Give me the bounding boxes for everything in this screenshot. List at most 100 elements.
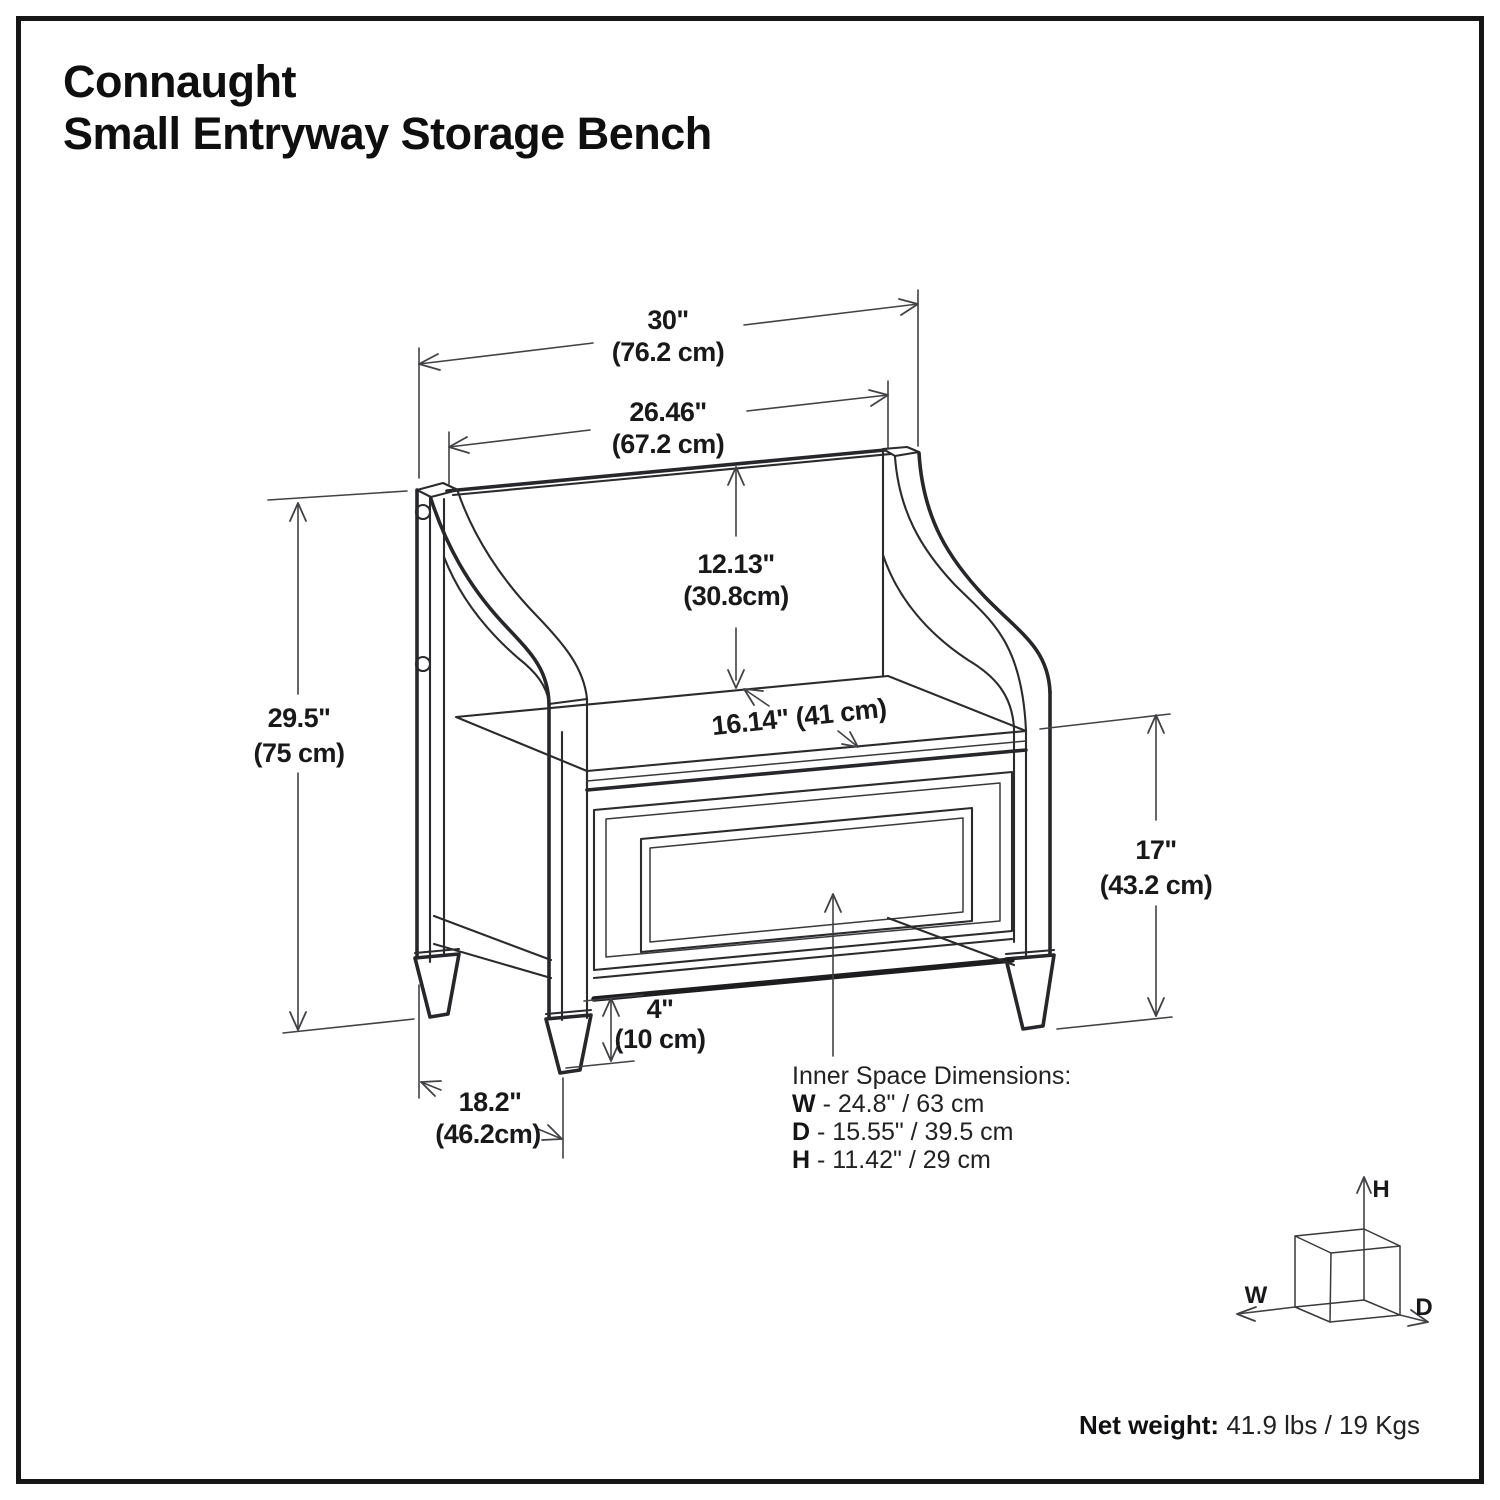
dim-leg-height-metric: (10 cm)	[614, 1024, 705, 1054]
dim-overall-width: 30" (76.2 cm)	[418, 289, 919, 479]
inner-space-row-height: H - 11.42" / 29 cm	[792, 1146, 1071, 1174]
depth-axis-label: D	[1415, 1294, 1432, 1321]
peg-hole-bottom	[414, 655, 432, 673]
arrow-up-left-icon	[743, 688, 764, 706]
arrow-right-icon	[868, 389, 889, 407]
dim-seat-height-extensions	[1039, 713, 1173, 1030]
leader-line-back	[743, 688, 770, 707]
dim-overall-depth-extensions	[418, 984, 564, 1159]
arrow-left-icon	[448, 436, 470, 454]
inner-height-axis: H	[792, 1146, 811, 1174]
front-left-post-top-edge	[547, 697, 589, 706]
dim-backrest-height-inches: 12.13"	[697, 549, 774, 579]
right-arm-inner-curve	[893, 455, 1028, 733]
dim-inner-width-line	[448, 394, 889, 448]
dim-overall-depth-line	[420, 1081, 563, 1140]
arrow-up-icon	[602, 997, 620, 1017]
dim-seat-depth-text: 16.14" (41 cm)	[710, 693, 888, 741]
back-left-foot	[413, 952, 461, 1019]
seat-front-bottom-edge	[585, 748, 1028, 792]
box-panel-outer	[639, 806, 974, 954]
inner-depth-axis: D	[792, 1118, 811, 1146]
right-arm-underside-curve	[881, 553, 1016, 730]
dim-overall-width-metric: (76.2 cm)	[612, 337, 725, 367]
dim-inner-width-inches: 26.46"	[629, 397, 706, 427]
box-bottom-rail-top	[592, 937, 1014, 980]
front-right-foot-cap-line	[1004, 948, 1056, 956]
arrow-up-icon	[824, 893, 842, 913]
dim-seat-height-inches: 17"	[1135, 835, 1176, 865]
right-stretcher-line	[886, 916, 1016, 967]
inner-space-dimensions: Inner Space Dimensions: W - 24.8" / 63 c…	[792, 1062, 1071, 1174]
front-left-foot	[544, 1013, 593, 1075]
inner-width-axis: W	[792, 1090, 816, 1118]
arrow-down-icon	[602, 1042, 620, 1062]
dim-backrest-height-metric: (30.8cm)	[683, 581, 789, 611]
axis-cube-icon: H W D	[1236, 1176, 1433, 1327]
dim-backrest-height: 12.13" (30.8cm)	[683, 466, 789, 689]
box-bottom-rail-heavy-edge	[591, 957, 1015, 1002]
bench-line-drawing	[413, 445, 1056, 1075]
dim-seat-height: 17" (43.2 cm)	[1039, 713, 1213, 1030]
dim-overall-depth-metric: (46.2cm)	[435, 1119, 541, 1149]
product-name-line2: Small Entryway Storage Bench	[63, 108, 712, 159]
arrow-up-icon	[1356, 1176, 1372, 1194]
dim-overall-width-extensions	[418, 289, 919, 479]
dim-overall-height: 29.5" (75 cm)	[253, 490, 415, 1034]
seat-lip-line	[586, 740, 1027, 782]
backrest-top-outer-line	[445, 448, 887, 493]
net-weight: Net weight: 41.9 lbs / 19 Kgs	[1079, 1410, 1420, 1441]
arrow-up-icon	[1147, 714, 1165, 734]
arrow-left-icon	[1236, 1306, 1257, 1322]
dim-overall-depth-inches: 18.2"	[459, 1087, 522, 1117]
dim-overall-height-inches: 29.5"	[268, 703, 331, 733]
inner-space-leader	[824, 893, 842, 1057]
right-arm-outer-curve	[917, 451, 1052, 694]
dim-leg-height-inches: 4"	[647, 994, 674, 1024]
inner-width-value: - 24.8" / 63 cm	[822, 1090, 985, 1118]
arrow-down-right-icon	[541, 1124, 563, 1141]
back-left-post-cap	[415, 481, 460, 499]
net-weight-value: 41.9 lbs / 19 Kgs	[1226, 1410, 1420, 1440]
dim-overall-height-extensions	[267, 490, 415, 1034]
depth-axis-line	[1399, 1314, 1429, 1323]
dim-inner-width-extensions	[448, 380, 889, 485]
front-right-foot	[1004, 953, 1056, 1031]
net-weight-label: Net weight:	[1078, 1410, 1220, 1440]
left-arm-outer-curve	[429, 497, 551, 706]
inner-height-value: - 11.42" / 29 cm	[817, 1146, 991, 1174]
height-axis-label: H	[1372, 1176, 1389, 1203]
dim-seat-depth: 16.14" (41 cm)	[710, 688, 888, 748]
leader-line-front	[837, 730, 859, 748]
inner-space-heading: Inner Space Dimensions:	[792, 1062, 1072, 1090]
arrow-up-icon	[289, 502, 307, 522]
left-arm-inner-curve	[456, 490, 589, 701]
peg-hole-top	[414, 503, 432, 521]
arrow-down-icon	[727, 669, 745, 689]
dim-overall-width-inches: 30"	[647, 305, 688, 335]
page-title: Connaught Small Entryway Storage Bench	[63, 56, 712, 160]
dim-inner-width: 26.46" (67.2 cm)	[448, 380, 889, 485]
arrow-left-icon	[418, 353, 441, 371]
dim-overall-height-metric: (75 cm)	[253, 738, 344, 768]
inner-space-row-depth: D - 15.55" / 39.5 cm	[792, 1118, 1071, 1146]
arrow-down-right-icon	[841, 731, 859, 748]
arrow-up-left-icon	[420, 1080, 442, 1097]
width-axis-line	[1236, 1306, 1296, 1315]
left-stretcher-top	[432, 914, 553, 962]
left-arm-underside-curve	[442, 555, 551, 705]
arrow-up-icon	[727, 466, 745, 486]
dim-leg-height: 4" (10 cm)	[565, 994, 706, 1069]
left-stretcher-bottom	[432, 942, 553, 980]
arrow-down-icon	[1147, 997, 1165, 1017]
inner-space-row-width: W - 24.8" / 63 cm	[792, 1090, 1071, 1118]
arrow-down-icon	[289, 1011, 307, 1031]
arrow-right-icon	[898, 298, 919, 316]
arrow-right-icon	[1407, 1309, 1429, 1327]
width-axis-label: W	[1245, 1282, 1268, 1309]
box-panel-inner	[649, 817, 964, 943]
front-left-foot-cap-line	[544, 1008, 593, 1016]
cube-bottom-face	[1294, 1299, 1401, 1323]
